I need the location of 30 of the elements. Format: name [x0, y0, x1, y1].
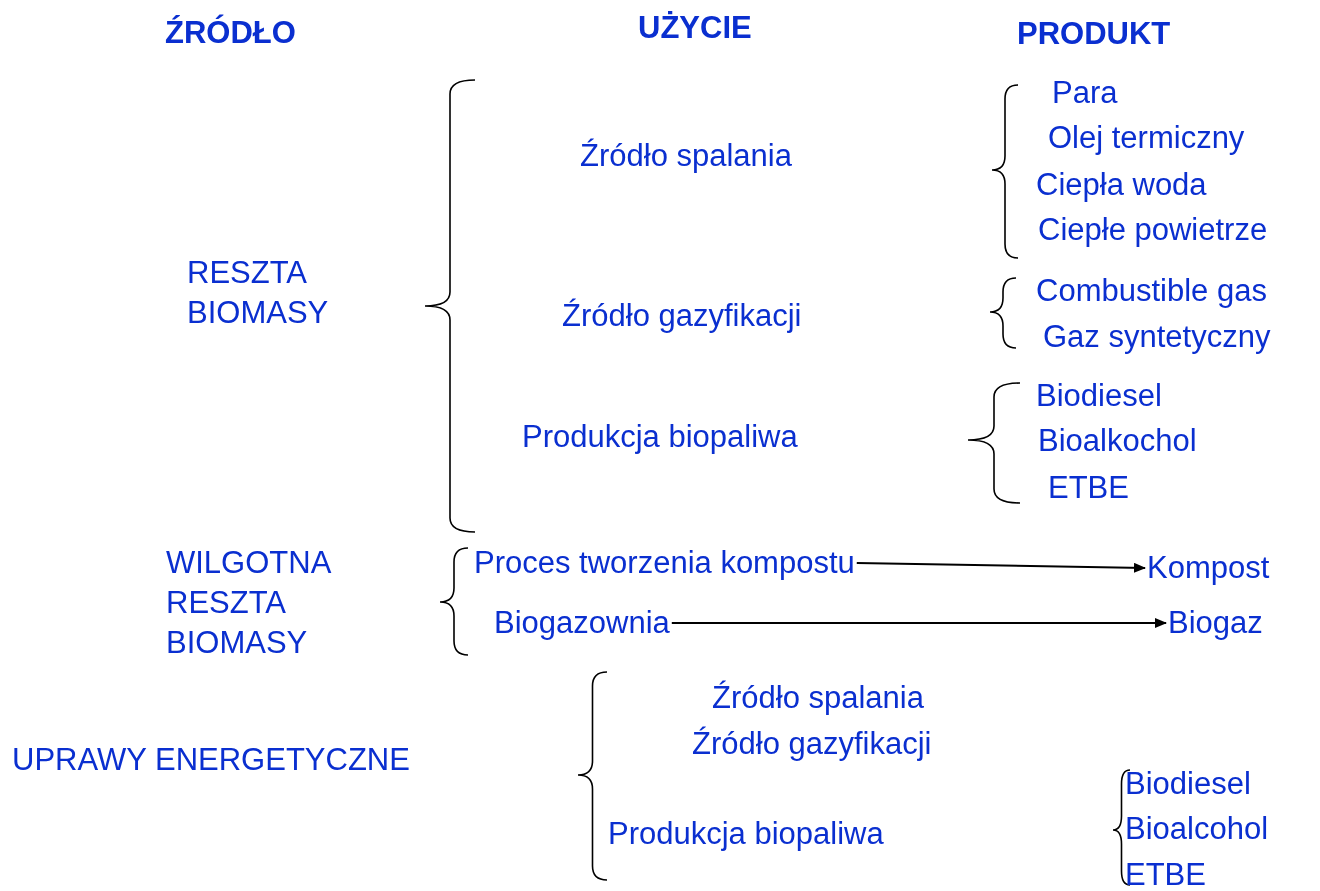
label-text: Para — [1052, 74, 1118, 112]
label-text: Olej termiczny — [1048, 119, 1245, 157]
label-text: Bioalkochol — [1038, 422, 1197, 460]
column-heading: ŹRÓDŁO — [165, 13, 296, 52]
label-text: ETBE — [1125, 856, 1206, 891]
label-text: UPRAWY ENERGETYCZNE — [12, 741, 410, 779]
label-text: Biodiesel — [1125, 765, 1251, 803]
label-text: RESZTA BIOMASY — [187, 254, 330, 332]
node-text: Biogaz — [1168, 603, 1263, 643]
arrow — [670, 618, 1167, 628]
node-text: Kompost — [1147, 548, 1270, 588]
label-text: Źródło gazyfikacji — [562, 297, 802, 335]
label-text: Produkcja biopaliwa — [522, 418, 798, 456]
label-text: Produkcja biopaliwa — [608, 815, 884, 853]
label-text: Ciepła woda — [1036, 166, 1207, 204]
label-text: Biodiesel — [1036, 377, 1162, 415]
label-text: ETBE — [1048, 469, 1129, 507]
label-text: WILGOTNA RESZTA BIOMASY — [166, 544, 332, 662]
label-text: Źródło spalania — [580, 137, 792, 175]
label-text: Ciepłe powietrze — [1038, 211, 1268, 249]
node-text: Biogazownia — [494, 603, 670, 643]
arrow — [855, 562, 1146, 573]
label-text: Źródło gazyfikacji — [692, 725, 932, 763]
column-heading: PRODUKT — [1017, 15, 1171, 53]
label-text: Bioalcohol — [1125, 810, 1269, 848]
column-heading: UŻYCIE — [638, 9, 752, 47]
node-text: Proces tworzenia kompostu — [474, 543, 855, 583]
label-text: Gaz syntetyczny — [1043, 318, 1271, 356]
label-text: Źródło spalania — [712, 679, 924, 717]
label-text: Combustible gas — [1036, 272, 1267, 310]
